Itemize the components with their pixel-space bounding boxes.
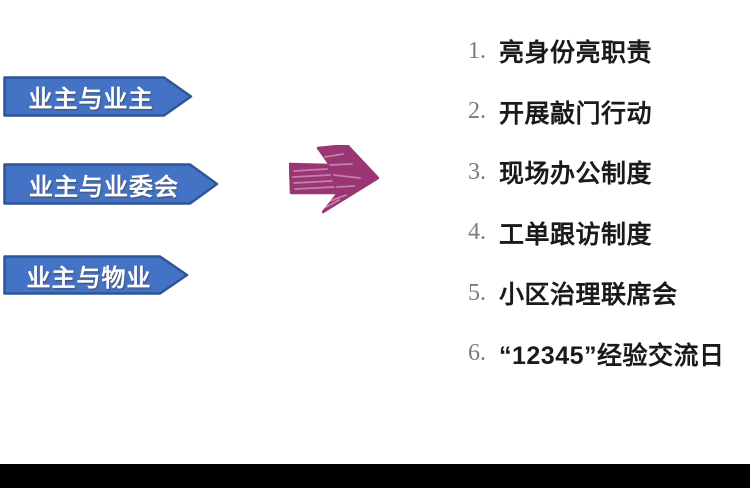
pentagon-arrow-shape xyxy=(3,163,219,205)
pentagon-arrow-shape xyxy=(3,255,189,295)
banner-label: 业主与业委会 xyxy=(29,173,179,201)
list-number: 3. xyxy=(468,158,486,185)
list-item: 2. 开展敲门行动 xyxy=(468,82,725,143)
banner-label: 业主与物业 xyxy=(26,264,152,292)
list-text: 现场办公制度 xyxy=(499,160,653,189)
list-number: 6. xyxy=(468,340,486,367)
pentagon-arrow-shape xyxy=(3,76,193,117)
list-item: 5. 小区治理联席会 xyxy=(468,263,725,324)
list-text: 小区治理联席会 xyxy=(499,281,678,310)
footer-bar xyxy=(0,464,750,488)
hand-drawn-arrow-icon xyxy=(289,145,379,214)
banner-owners-committee: 业主与业委会 xyxy=(3,163,219,205)
list-number: 5. xyxy=(468,279,486,306)
banner-label: 业主与业主 xyxy=(28,86,154,113)
list-text: 工单跟访制度 xyxy=(499,220,653,249)
list-item: 3. 现场办公制度 xyxy=(468,142,725,203)
banner-owners-property: 业主与物业 xyxy=(3,255,189,295)
list-number: 4. xyxy=(468,219,486,246)
list-text: 亮身份亮职责 xyxy=(499,39,653,68)
list-item: 1. 亮身份亮职责 xyxy=(468,21,725,82)
numbered-list: 1. 亮身份亮职责 2. 开展敲门行动 3. 现场办公制度 4. 工单跟访制度 … xyxy=(468,21,725,384)
list-text: 开展敲门行动 xyxy=(499,99,653,128)
list-number: 1. xyxy=(468,37,486,64)
list-item: 6. “12345”经验交流日 xyxy=(468,324,725,385)
list-text: “12345”经验交流日 xyxy=(499,341,725,370)
list-item: 4. 工单跟访制度 xyxy=(468,203,725,264)
banner-owners-owners: 业主与业主 xyxy=(3,76,193,117)
list-number: 2. xyxy=(468,98,486,125)
